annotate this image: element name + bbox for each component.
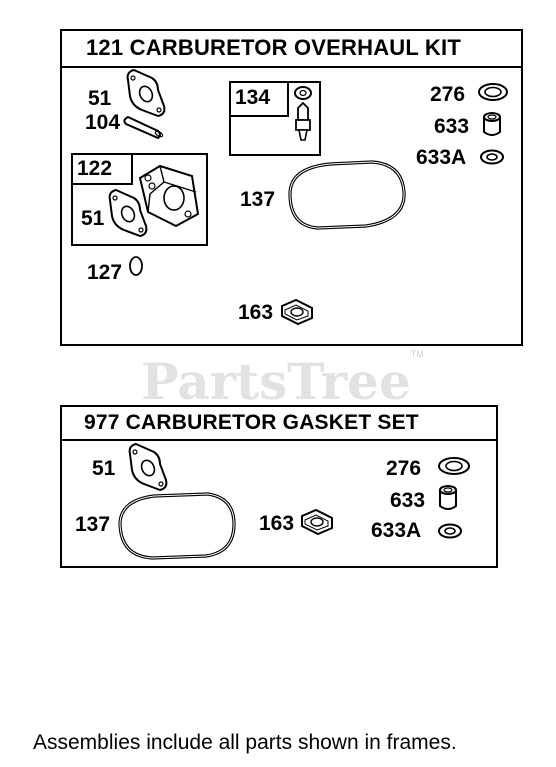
gasket-51-icon	[126, 69, 166, 117]
o-ring-127-icon	[129, 256, 143, 276]
pin-104-icon	[123, 115, 164, 140]
overhaul-kit-title: 121 CARBURETOR OVERHAUL KIT	[62, 31, 521, 68]
bushing-633-icon	[439, 485, 457, 510]
overhaul-kit-frame: 121 CARBURETOR OVERHAUL KIT	[60, 29, 523, 346]
trademark-symbol: TM	[410, 349, 424, 360]
bushing-633-icon	[483, 112, 501, 136]
part-number-51: 51	[92, 457, 116, 480]
gasket-163-icon	[301, 509, 333, 535]
sub-assembly-122-frame: 122	[71, 153, 208, 246]
assembly-footnote: Assemblies include all parts shown in fr…	[33, 731, 457, 754]
sub-assembly-122-label: 122	[73, 155, 133, 185]
part-number-104: 104	[85, 111, 121, 134]
needle-valve-icon	[295, 101, 311, 141]
gasket-51-sub-icon	[108, 189, 148, 237]
o-ring-137-icon	[118, 492, 236, 560]
sub-assembly-134-label: 134	[231, 83, 289, 117]
part-number-137: 137	[75, 513, 111, 536]
part-number-633: 633	[434, 115, 470, 138]
spacer-block-icon	[138, 164, 200, 228]
part-number-633a: 633A	[371, 519, 422, 542]
washer-633a-icon	[480, 149, 504, 165]
partstree-watermark: PartsTreeTM	[141, 349, 424, 411]
gasket-163-icon	[281, 299, 313, 325]
part-number-127: 127	[87, 261, 123, 284]
gasket-51-icon	[128, 443, 168, 491]
part-number-276: 276	[430, 83, 466, 106]
part-number-51: 51	[88, 87, 112, 110]
washer-276-icon	[478, 83, 508, 101]
part-number-633a: 633A	[416, 146, 467, 169]
washer-633a-icon	[438, 523, 462, 539]
part-number-276: 276	[386, 457, 422, 480]
part-number-51-sub: 51	[81, 207, 105, 230]
part-number-163: 163	[238, 301, 274, 324]
gasket-set-title: 977 CARBURETOR GASKET SET	[62, 407, 496, 441]
part-number-633: 633	[390, 489, 426, 512]
o-ring-137-icon	[288, 160, 406, 230]
gasket-set-frame: 977 CARBURETOR GASKET SET	[60, 405, 498, 568]
part-number-163: 163	[259, 512, 295, 535]
washer-276-icon	[438, 457, 470, 475]
watermark-text: PartsTree	[141, 352, 411, 411]
sub-assembly-134-frame: 134	[229, 81, 321, 156]
seat-134-icon	[294, 86, 312, 100]
part-number-137: 137	[240, 188, 276, 211]
